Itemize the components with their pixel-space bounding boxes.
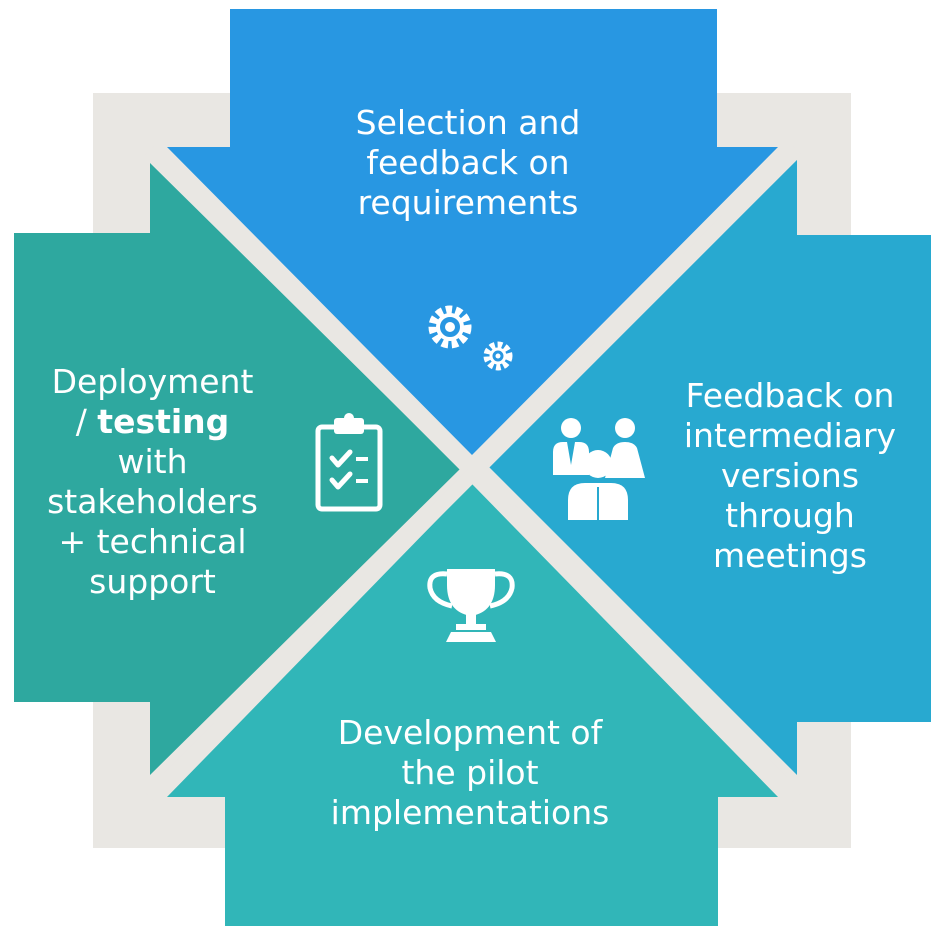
segment-top [167, 9, 778, 455]
segment-left-label-line: Deployment [51, 362, 254, 401]
segment-top-label-line: feedback on [366, 143, 570, 182]
segment-right [487, 155, 931, 775]
segment-left-label-line: stakeholders [47, 482, 258, 521]
segment-bottom-label-line: implementations [330, 793, 610, 832]
segment-left-label-bold: testing [97, 402, 230, 441]
segment-right-label-line: versions [720, 456, 860, 495]
gears-icon [428, 305, 513, 371]
segment-top-label-line: requirements [357, 183, 579, 222]
segment-left-label-prefix: / [75, 402, 98, 441]
separator-diagonal-b [145, 145, 802, 802]
trophy-icon [427, 569, 515, 642]
segment-bottom [167, 484, 778, 926]
segment-right-label-line: Feedback on [685, 376, 895, 415]
segment-left-label-line: / testing [20, 402, 285, 442]
segment-right-label-line: through [725, 496, 855, 535]
segment-right-label: Feedback on intermediary versions throug… [655, 376, 925, 576]
people-group-icon [553, 418, 645, 520]
segment-left-label-line: + technical [58, 522, 247, 561]
clipboard-check-icon [315, 413, 383, 512]
segment-bottom-label: Development of the pilot implementations [270, 713, 670, 833]
segment-left-label: Deployment / testing with stakeholders +… [20, 362, 285, 602]
segment-right-label-line: meetings [713, 536, 867, 575]
segment-left [14, 163, 460, 775]
segment-top-label: Selection and feedback on requirements [308, 103, 628, 223]
segment-bottom-label-line: Development of [337, 713, 603, 752]
segment-left-label-line: with [117, 442, 188, 481]
segment-top-label-line: Selection and [355, 103, 581, 142]
segment-bottom-label-line: the pilot [401, 753, 539, 792]
segment-left-label-line: support [89, 562, 216, 601]
segment-right-label-line: intermediary [683, 416, 897, 455]
